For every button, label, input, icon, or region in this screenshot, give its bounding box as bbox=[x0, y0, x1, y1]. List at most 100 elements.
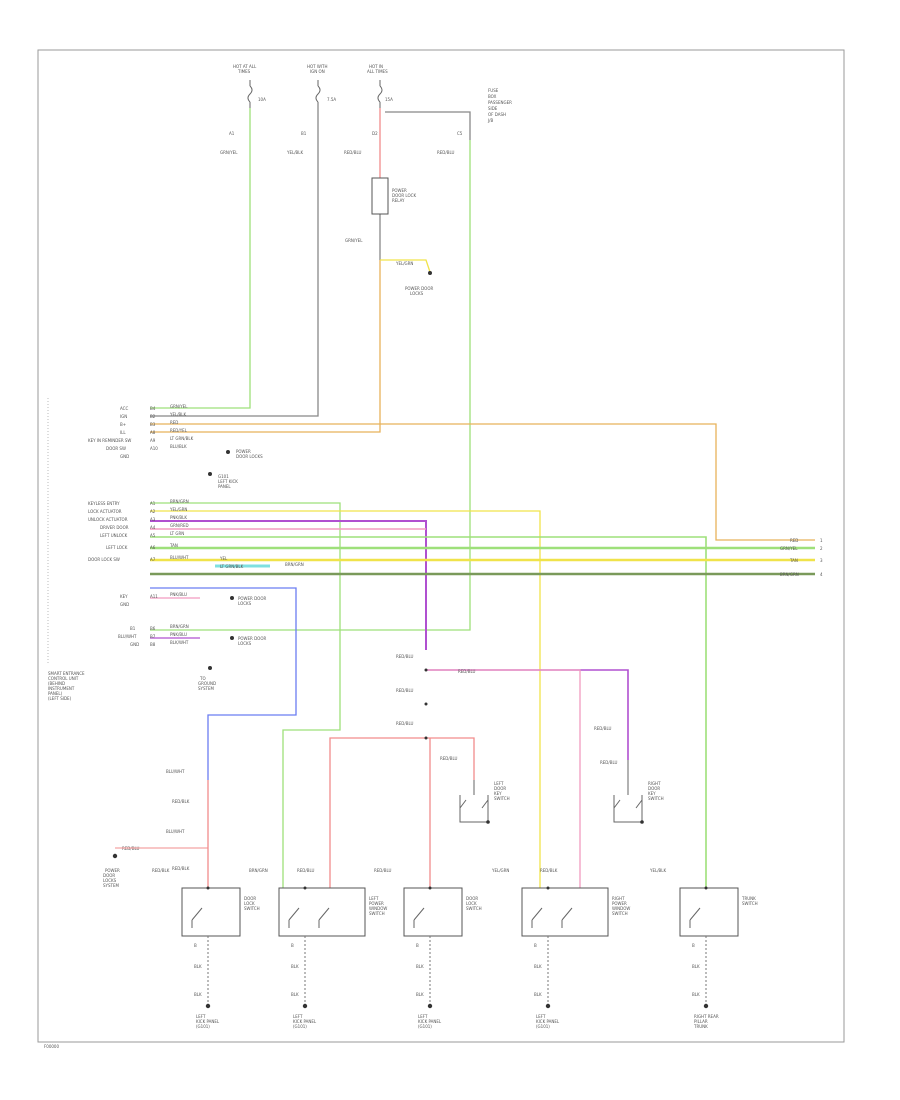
row-pin: A3 bbox=[150, 517, 156, 522]
ground-label: KICK PANEL bbox=[196, 1019, 220, 1024]
right-switch-wire-1: RED/BLU bbox=[594, 726, 612, 731]
mid-chain-3: RED/BLU bbox=[396, 721, 414, 726]
wire-pink-bus bbox=[426, 669, 581, 888]
fuse-box-note-5: OF DASH bbox=[488, 112, 506, 117]
footer-code: F00000 bbox=[44, 1044, 59, 1049]
fuse-source-2-title-b: IGN ON bbox=[310, 69, 325, 74]
fuse-source-2-rating: 7.5A bbox=[327, 97, 336, 102]
side-ref-node-1 bbox=[226, 450, 230, 454]
fuse-source-3: HOT IN ALL TIMES 15A D2 RED/BLU bbox=[344, 64, 393, 155]
row-label: DRIVER DOOR bbox=[100, 525, 129, 530]
switch-label: POWER bbox=[612, 901, 627, 906]
ground-wire-label: BLK bbox=[416, 992, 424, 997]
left-ref-1: POWER bbox=[105, 868, 120, 873]
side-ref-2-a: TO bbox=[199, 676, 206, 681]
row-pin: A7 bbox=[150, 557, 156, 562]
side-ref-2-c: SYSTEM bbox=[198, 686, 214, 691]
ground-label: (G101) bbox=[536, 1024, 550, 1029]
ground-wire-label: B bbox=[291, 943, 294, 948]
row-pin: A9 bbox=[150, 438, 156, 443]
ground-wire-label: BLK bbox=[534, 992, 542, 997]
left-chain-3: BLU/WHT bbox=[166, 829, 185, 834]
right-pin-2: 2 bbox=[820, 546, 823, 551]
fuse-source-3-title-a: HOT IN bbox=[369, 64, 383, 69]
ground-wire-label: BLK bbox=[194, 964, 202, 969]
wire-source2-gray bbox=[150, 108, 319, 417]
ground-label: (G101) bbox=[418, 1024, 432, 1029]
switch-wire-label: RED/BLK bbox=[540, 868, 558, 873]
right-switch-label-3: KEY bbox=[648, 791, 656, 796]
row-wire: BLU/WHT bbox=[170, 555, 189, 560]
module-caption-2: CONTROL UNIT bbox=[48, 676, 79, 681]
relay-label-3: RELAY bbox=[392, 198, 405, 203]
switch-box bbox=[181, 887, 241, 937]
fuse-box-note: FUSE BOX PASSENGER SIDE OF DASH J/B C5 R… bbox=[437, 88, 512, 155]
row-wire: YEL/GRN bbox=[169, 507, 187, 512]
ground-label: LEFT bbox=[293, 1014, 303, 1019]
fuse-source-1: HOT AT ALL TIMES 10A A1 GRN/YEL bbox=[220, 64, 266, 155]
wire-lock-actuator-yellow bbox=[150, 510, 541, 888]
ground-node bbox=[545, 1003, 551, 1009]
fuse-source-1-title-b: TIMES bbox=[237, 69, 251, 74]
fuse-source-3-title-b: ALL TIMES bbox=[367, 69, 388, 74]
mid-node-1 bbox=[424, 668, 428, 672]
switch-contact bbox=[191, 907, 203, 928]
relay-ground-label-1: POWER DOOR bbox=[405, 286, 433, 291]
wire-fusebox-gray bbox=[385, 111, 471, 140]
fuse-box-note-4: SIDE bbox=[488, 106, 498, 111]
relay-label-1: POWER bbox=[392, 188, 407, 193]
switch-input-node bbox=[704, 886, 708, 890]
left-chain-4: RED/BLK bbox=[172, 866, 190, 871]
row-pin: A5 bbox=[150, 533, 156, 538]
row-wire: RED bbox=[170, 420, 178, 425]
switch-label: RIGHT bbox=[612, 896, 625, 901]
row-pin: A8 bbox=[150, 430, 156, 435]
switch-box bbox=[278, 887, 366, 937]
fuse-source-2-wire: YEL/BLK bbox=[286, 150, 304, 155]
row-wire: BLK/WHT bbox=[170, 640, 189, 645]
row-label: DOOR SW bbox=[106, 446, 126, 451]
switch-label: SWITCH bbox=[369, 911, 385, 916]
ground-wire-label: BLK bbox=[416, 964, 424, 969]
purple-top-label: RED/BLU bbox=[458, 669, 476, 674]
right-pin-4: 4 bbox=[820, 572, 823, 577]
row-label: GND bbox=[120, 602, 129, 607]
ground-node bbox=[302, 1003, 308, 1009]
row-pin: B3 bbox=[150, 422, 156, 427]
fuse-source-2-pin: B1 bbox=[301, 131, 307, 136]
relay-ground-wire: YEL/GRN bbox=[395, 261, 413, 266]
right-switch-wire-2: RED/BLU bbox=[600, 760, 618, 765]
switch-label: DOOR bbox=[466, 896, 478, 901]
fuse-box-note-3: PASSENGER bbox=[488, 100, 512, 105]
row-label: LOCK ACTUATOR bbox=[88, 509, 122, 514]
right-wire-1: RED bbox=[790, 538, 798, 543]
ground-wire-label: BLK bbox=[291, 964, 299, 969]
ground-wire-label: BLK bbox=[692, 964, 700, 969]
side-ref-1-b: DOOR LOCKS bbox=[236, 454, 263, 459]
wire-keyless-green bbox=[150, 502, 341, 888]
row-pin: A4 bbox=[150, 525, 156, 530]
ground-wire-label: BLK bbox=[692, 992, 700, 997]
row-wire: BRN/GRN bbox=[170, 499, 189, 504]
fuse-box-wire: RED/BLU bbox=[437, 150, 455, 155]
row-wire: BRN/GRN bbox=[170, 624, 189, 629]
row-label: GND bbox=[130, 642, 139, 647]
switch-label: SWITCH bbox=[466, 906, 482, 911]
module-row: GND bbox=[120, 602, 129, 607]
fuse-source-3-rating: 15A bbox=[385, 97, 393, 102]
row-pin: B4 bbox=[150, 406, 156, 411]
row-label: UNLOCK ACTUATOR bbox=[88, 517, 128, 522]
